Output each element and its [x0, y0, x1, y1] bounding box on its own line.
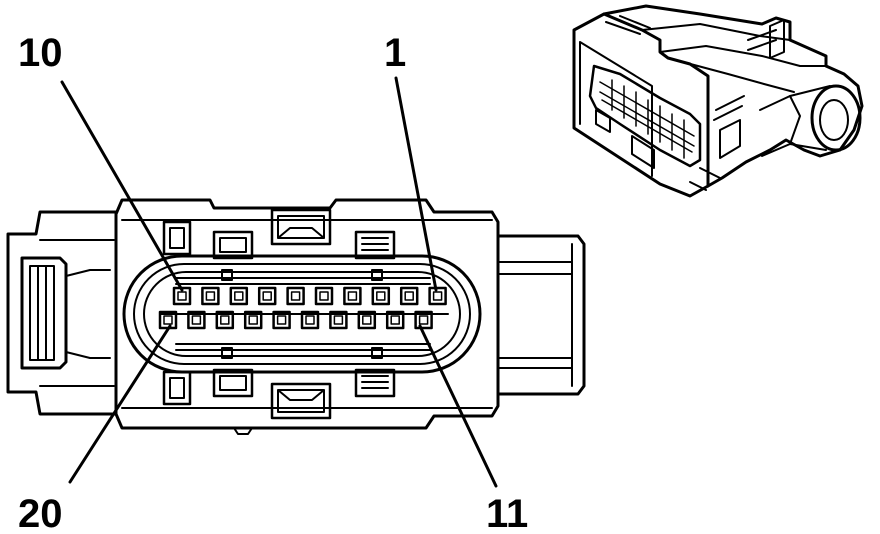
- terminal-pin-4: [343, 286, 362, 306]
- terminal-pin-19: [187, 310, 206, 330]
- terminal-pin-10: [172, 286, 192, 306]
- leader-line-pin-1: [394, 76, 438, 292]
- terminal-pin-18: [215, 310, 235, 330]
- terminal-pin-5: [314, 286, 334, 306]
- terminal-pin-7: [257, 286, 277, 306]
- label-pin-20: 20: [18, 492, 63, 534]
- terminal-cavity: [122, 254, 482, 374]
- bottom-windows: [162, 368, 396, 420]
- leader-lines: [60, 76, 498, 488]
- terminal-pin-9: [201, 286, 220, 306]
- terminal-pin-8: [229, 286, 249, 306]
- label-pin-11: 11: [486, 492, 528, 534]
- terminal-pin-16: [272, 310, 291, 330]
- leader-line-pin-11: [418, 324, 498, 488]
- left-latch: [6, 210, 118, 416]
- terminal-pin-15: [300, 310, 320, 330]
- terminal-pin-1: [428, 286, 447, 306]
- terminal-pin-17: [243, 310, 263, 330]
- terminal-pin-13: [357, 310, 377, 330]
- connector-body: [114, 198, 500, 430]
- connector-isometric-view: [572, 4, 864, 198]
- terminal-pin-2: [399, 286, 419, 306]
- leader-line-pin-10: [60, 80, 184, 292]
- connector-face-view: [6, 198, 586, 435]
- terminal-pin-6: [286, 286, 305, 306]
- label-pin-1: 1: [384, 31, 406, 75]
- top-windows: [162, 208, 396, 260]
- terminal-pin-20: [158, 310, 178, 330]
- terminal-pin-12: [385, 310, 405, 330]
- right-latch: [496, 234, 586, 396]
- leader-line-pin-20: [68, 324, 172, 484]
- label-pin-10: 10: [18, 31, 63, 75]
- bottom-pin-row: [158, 310, 433, 330]
- terminal-pin-14: [329, 310, 348, 330]
- terminal-pin-3: [371, 286, 391, 306]
- terminal-pin-11: [414, 310, 433, 330]
- top-pin-row: [172, 286, 447, 306]
